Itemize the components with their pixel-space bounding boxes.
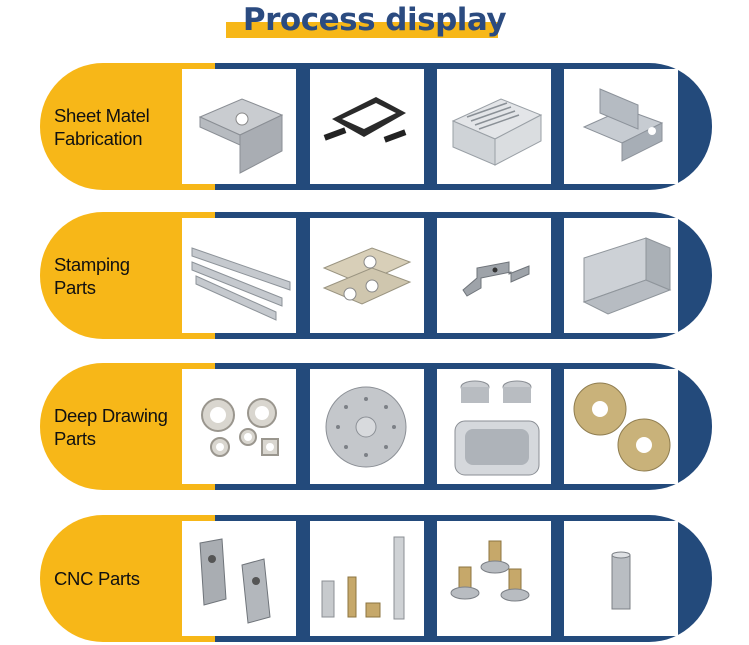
cups-tray-image[interactable] xyxy=(437,369,551,484)
row-label-line1: CNC Parts xyxy=(54,568,140,589)
row-label-line2: Fabrication xyxy=(54,127,143,149)
black-frame-image[interactable] xyxy=(310,69,424,184)
perforated-disc-image[interactable] xyxy=(310,369,424,484)
row-cnc: CNC Parts xyxy=(40,515,712,642)
hat-bracket-image[interactable] xyxy=(437,218,551,333)
page-title: Process display xyxy=(242,2,507,38)
row-label-line2: Parts xyxy=(54,276,96,298)
flanged-caps-image[interactable] xyxy=(564,369,678,484)
row-label-line1: Stamping xyxy=(54,253,130,275)
title-underline xyxy=(226,22,498,38)
angle-blocks-image[interactable] xyxy=(182,521,296,636)
channel-bracket-image[interactable] xyxy=(564,218,678,333)
header: Process display xyxy=(0,0,749,44)
vented-cover-image[interactable] xyxy=(437,69,551,184)
row-label-line2: Parts xyxy=(54,427,96,449)
turned-pins-image[interactable] xyxy=(310,521,424,636)
chassis-image[interactable] xyxy=(564,69,678,184)
row-label-line1: Sheet Matel xyxy=(54,104,150,126)
slotted-rails-image[interactable] xyxy=(182,218,296,333)
bent-bracket-image[interactable] xyxy=(182,69,296,184)
row-label-line1: Deep Drawing xyxy=(54,404,168,426)
nozzles-image[interactable] xyxy=(437,521,551,636)
stamped-clip-image[interactable] xyxy=(310,218,424,333)
washers-image[interactable] xyxy=(182,369,296,484)
sleeve-image[interactable] xyxy=(564,521,678,636)
